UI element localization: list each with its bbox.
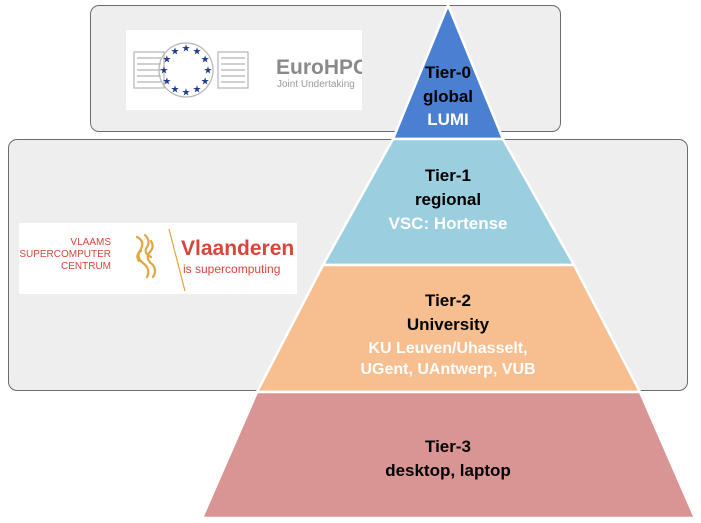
eu-star-icon: ★ (193, 46, 202, 57)
tier-2-scope: University (407, 315, 490, 334)
tier-0-detail: LUMI (427, 110, 469, 129)
vsc-title: Vlaanderen (181, 237, 294, 260)
eu-stars-icon: ★★★★★★★★★★★★ (160, 44, 213, 99)
vsc-line-2: SUPERCOMPUTER (19, 249, 111, 260)
tier-3-band (200, 390, 697, 520)
eu-star-icon: ★ (160, 66, 169, 77)
eu-star-icon: ★ (171, 46, 180, 57)
eu-star-icon: ★ (171, 85, 180, 96)
tier-2-name: Tier-2 (425, 291, 471, 310)
tier-2-detail-2: UGent, UAntwerp, VUB (360, 361, 535, 378)
tier-1-detail: VSC: Hortense (388, 214, 507, 233)
flemish-lion-icon (135, 233, 157, 279)
eu-star-icon: ★ (204, 66, 213, 77)
eu-star-icon: ★ (193, 85, 202, 96)
tier-2-detail-1: KU Leuven/Uhasselt, (368, 340, 527, 357)
eu-star-icon: ★ (162, 77, 171, 88)
tier-0-scope: global (423, 87, 473, 106)
eu-star-icon: ★ (182, 88, 191, 99)
server-rack-icon (133, 42, 249, 98)
tier-1-scope: regional (415, 190, 481, 209)
tier-1-name: Tier-1 (425, 166, 471, 185)
vsc-logo-art: VLAAMS SUPERCOMPUTER CENTRUM Vlaanderen … (19, 228, 294, 292)
eu-star-icon: ★ (201, 55, 210, 66)
vsc-line-1: VLAAMS (70, 237, 111, 248)
tier-3-scope: desktop, laptop (385, 461, 511, 480)
eurohpc-title: EuroHPC (276, 56, 362, 79)
eu-star-icon: ★ (182, 44, 191, 55)
eurohpc-logo-art: ★★★★★★★★★★★★ EuroHPC Joint Undertaking (133, 42, 368, 99)
vsc-subtitle: is supercomputing (183, 262, 280, 276)
vsc-line-3: CENTRUM (61, 261, 111, 272)
eurohpc-logo: ★★★★★★★★★★★★ EuroHPC Joint Undertaking (126, 30, 368, 110)
tier-0-name: Tier-0 (425, 63, 471, 82)
tier-3-name: Tier-3 (425, 437, 471, 456)
eu-star-icon: ★ (201, 77, 210, 88)
eu-star-icon: ★ (162, 55, 171, 66)
eurohpc-subtitle: Joint Undertaking (277, 79, 355, 90)
vsc-logo: VLAAMS SUPERCOMPUTER CENTRUM Vlaanderen … (19, 223, 297, 294)
logo-divider (168, 228, 186, 292)
